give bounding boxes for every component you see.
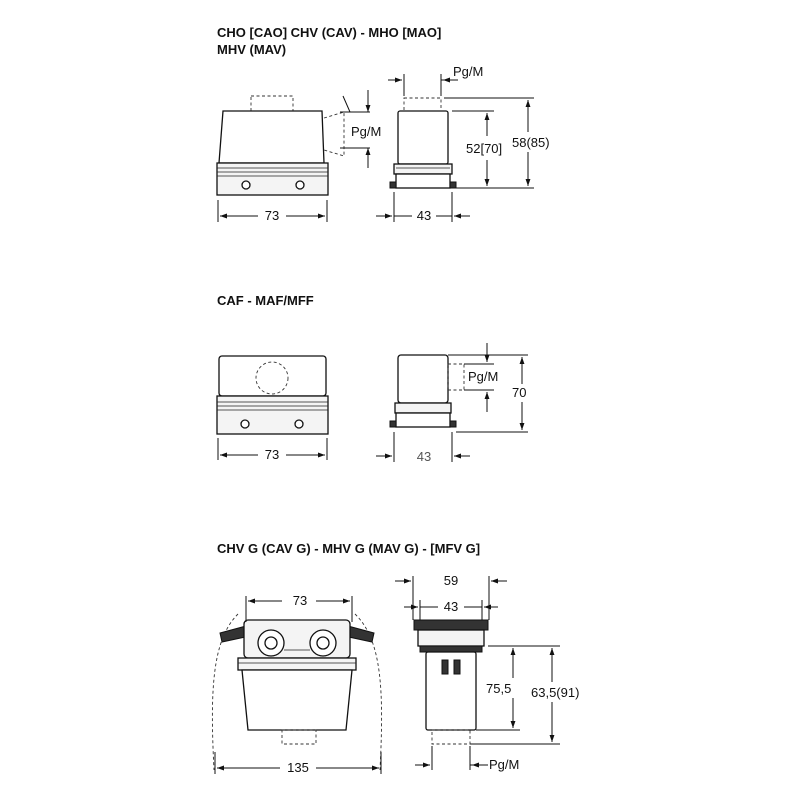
- screw-left: [241, 180, 251, 190]
- side-entry-dashed: [447, 363, 465, 391]
- housing-body: [241, 669, 353, 731]
- dim-height-inner: 52[70]: [466, 141, 502, 156]
- screw-right: [294, 419, 304, 429]
- cable-entry-dashed: [250, 95, 294, 112]
- dim-side-width: 43: [417, 208, 431, 223]
- dim-height: 70: [512, 385, 526, 400]
- side-base: [395, 173, 451, 189]
- pg-m-label-side: Pg/M: [351, 124, 381, 139]
- side-top-frame: [413, 619, 489, 631]
- side-flange: [394, 402, 452, 414]
- section-3-side-view: 59 43 75,5 63,5(91) Pg: [395, 573, 579, 772]
- dim-side-inner-width: 43: [444, 599, 458, 614]
- side-body: [425, 651, 477, 731]
- hood-body: [218, 355, 327, 397]
- pg-m-label-bottom: Pg/M: [489, 757, 519, 772]
- hood-body: [218, 110, 325, 164]
- pg-m-label: Pg/M: [468, 369, 498, 384]
- section-1-front-view: Pg/M 73: [216, 90, 381, 223]
- section-2-side-view: Pg/M 70 43: [376, 343, 528, 464]
- section-2-front-view: 73: [216, 355, 329, 462]
- section-2-title: CAF - MAF/MFF: [217, 293, 314, 308]
- top-entry-dashed: [403, 97, 442, 112]
- dim-height-inner: 75,5: [486, 681, 511, 696]
- dim-side-width: 43: [417, 449, 431, 464]
- section-1-side-view: Pg/M 52[70] 58(85) 43: [376, 64, 550, 223]
- lever-swing-right: [354, 613, 383, 771]
- pg-m-label-top: Pg/M: [453, 64, 483, 79]
- bottom-entry-dashed: [431, 729, 471, 745]
- section-3-front-view: 73 135: [211, 593, 383, 775]
- dim-side-outer-width: 59: [444, 573, 458, 588]
- dim-front-inner-width: 73: [293, 593, 307, 608]
- section-1-title-line-1: CHO [CAO] CHV (CAV) - MHO [MAO]: [217, 25, 441, 40]
- dim-front-overall-width: 135: [287, 760, 309, 775]
- side-body: [397, 110, 449, 165]
- dim-front-width: 73: [265, 208, 279, 223]
- section-3-title: CHV G (CAV G) - MHV G (MAV G) - [MFV G]: [217, 541, 480, 556]
- section-3: CHV G (CAV G) - MHV G (MAV G) - [MFV G]: [211, 541, 579, 775]
- screw-left: [240, 419, 250, 429]
- lever-swing-left: [211, 613, 239, 771]
- side-flange: [393, 163, 453, 175]
- dim-height-outer: 63,5(91): [531, 685, 579, 700]
- screw-right: [295, 180, 305, 190]
- section-1: CHO [CAO] CHV (CAV) - MHO [MAO] MHV (MAV…: [216, 25, 550, 223]
- section-2: CAF - MAF/MFF 73: [216, 293, 528, 464]
- side-body: [397, 354, 449, 404]
- entry-knockout: [255, 361, 289, 395]
- dim-height-outer: 58(85): [512, 135, 550, 150]
- bottom-entry-dashed: [281, 729, 317, 745]
- section-1-title-line-2: MHV (MAV): [217, 42, 286, 57]
- dim-front-width: 73: [265, 447, 279, 462]
- side-base: [395, 412, 451, 428]
